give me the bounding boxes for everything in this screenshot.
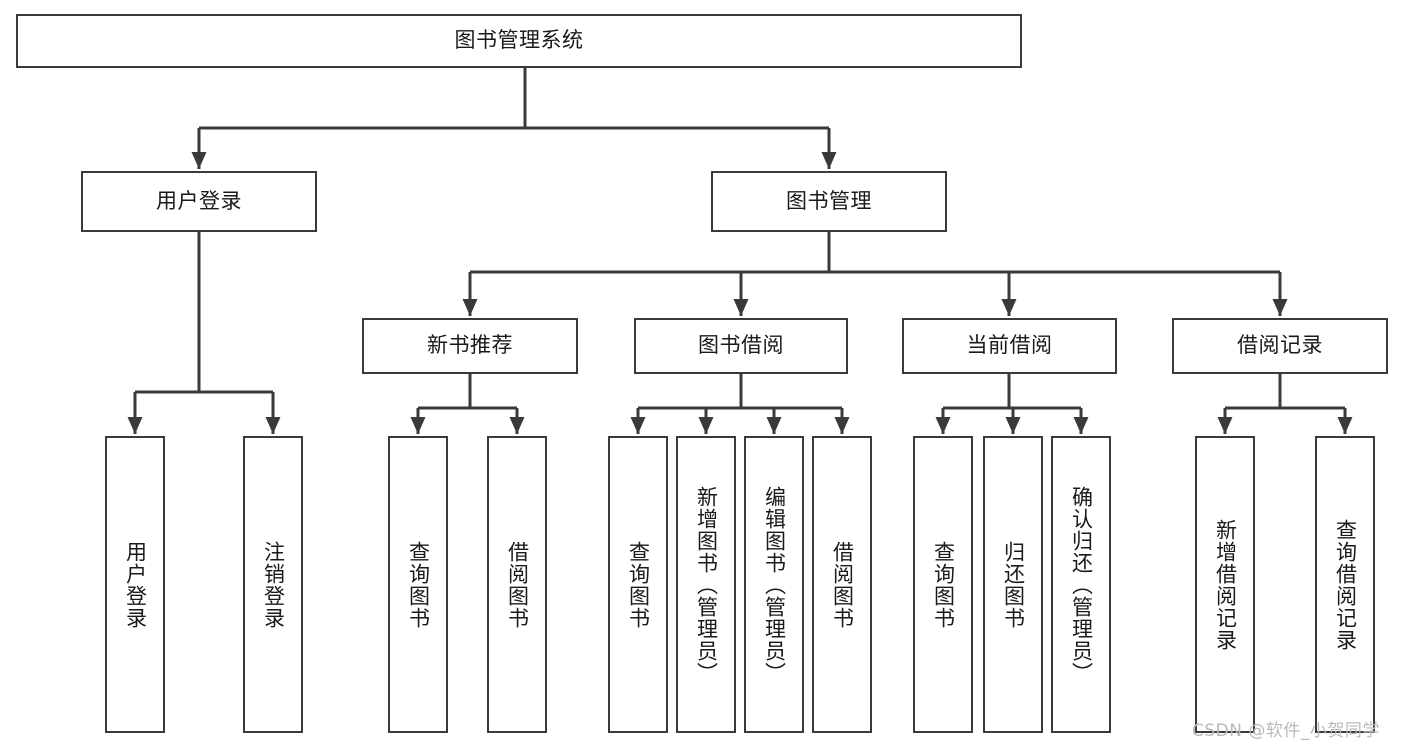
node-label-leaf-edit-book: 编辑图书（管理员） xyxy=(762,485,787,684)
node-label-leaf-user-login: 用户登录 xyxy=(123,540,148,629)
node-label-leaf-add-book: 新增图书（管理员） xyxy=(694,485,719,684)
node-label-leaf-add-record: 新增借阅记录 xyxy=(1213,518,1238,651)
currentborrow-to-leaves-arrowhead-1 xyxy=(1005,417,1021,434)
userlogin-to-leaves-arrowhead-1 xyxy=(265,417,281,434)
node-label-leaf-borrow-book-2: 借阅图书 xyxy=(830,540,855,629)
node-leaf-add-record[interactable]: 新增借阅记录 xyxy=(1195,436,1255,733)
bookborrow-to-leaves-arrowhead-2 xyxy=(766,417,782,434)
userlogin-to-leaves-arrowhead-0 xyxy=(127,417,143,434)
bookmanage-to-level3-arrowhead-2 xyxy=(1001,299,1017,316)
node-leaf-query-record[interactable]: 查询借阅记录 xyxy=(1315,436,1375,733)
node-label-user-login: 用户登录 xyxy=(156,188,242,213)
node-leaf-query-book-1[interactable]: 查询图书 xyxy=(388,436,448,733)
node-label-leaf-query-book-1: 查询图书 xyxy=(406,540,431,629)
node-book-manage[interactable]: 图书管理 xyxy=(711,171,947,232)
node-borrow-record[interactable]: 借阅记录 xyxy=(1172,318,1388,374)
node-leaf-confirm-return[interactable]: 确认归还（管理员） xyxy=(1051,436,1111,733)
node-leaf-borrow-book-1[interactable]: 借阅图书 xyxy=(487,436,547,733)
node-leaf-query-book-3[interactable]: 查询图书 xyxy=(913,436,973,733)
node-label-leaf-user-logout: 注销登录 xyxy=(261,540,286,629)
node-label-leaf-query-book-2: 查询图书 xyxy=(626,540,651,629)
node-label-leaf-query-record: 查询借阅记录 xyxy=(1333,518,1358,651)
node-label-leaf-return-book: 归还图书 xyxy=(1001,540,1026,629)
node-leaf-query-book-2[interactable]: 查询图书 xyxy=(608,436,668,733)
node-label-book-borrow: 图书借阅 xyxy=(698,333,784,358)
currentborrow-to-leaves-arrowhead-2 xyxy=(1073,417,1089,434)
node-leaf-user-login[interactable]: 用户登录 xyxy=(105,436,165,733)
root-to-level2-arrowhead-1 xyxy=(821,152,837,169)
bookmanage-to-level3-arrowhead-3 xyxy=(1272,299,1288,316)
node-leaf-borrow-book-2[interactable]: 借阅图书 xyxy=(812,436,872,733)
currentborrow-to-leaves-arrowhead-0 xyxy=(935,417,951,434)
node-leaf-add-book[interactable]: 新增图书（管理员） xyxy=(676,436,736,733)
watermark-text: CSDN @软件_小贺同学 xyxy=(1192,721,1380,741)
root-to-level2-arrowhead-0 xyxy=(191,152,207,169)
node-label-borrow-record: 借阅记录 xyxy=(1237,333,1323,358)
node-label-leaf-confirm-return: 确认归还（管理员） xyxy=(1069,485,1094,684)
node-leaf-user-logout[interactable]: 注销登录 xyxy=(243,436,303,733)
borrowrecord-to-leaves-arrowhead-1 xyxy=(1337,417,1353,434)
node-root[interactable]: 图书管理系统 xyxy=(16,14,1022,68)
bookborrow-to-leaves-arrowhead-0 xyxy=(630,417,646,434)
node-label-leaf-borrow-book-1: 借阅图书 xyxy=(505,540,530,629)
bookborrow-to-leaves-arrowhead-1 xyxy=(698,417,714,434)
bookmanage-to-level3-arrowhead-0 xyxy=(462,299,478,316)
bookmanage-to-level3-arrowhead-1 xyxy=(733,299,749,316)
node-leaf-return-book[interactable]: 归还图书 xyxy=(983,436,1043,733)
bookborrow-to-leaves-arrowhead-3 xyxy=(834,417,850,434)
node-label-book-manage: 图书管理 xyxy=(786,188,872,213)
node-current-borrow[interactable]: 当前借阅 xyxy=(902,318,1117,374)
node-label-leaf-query-book-3: 查询图书 xyxy=(931,540,956,629)
node-leaf-edit-book[interactable]: 编辑图书（管理员） xyxy=(744,436,804,733)
node-label-current-borrow: 当前借阅 xyxy=(966,333,1053,358)
node-new-book-rec[interactable]: 新书推荐 xyxy=(362,318,578,374)
newbook-to-leaves-arrowhead-0 xyxy=(410,417,426,434)
node-label-root: 图书管理系统 xyxy=(454,28,584,53)
node-user-login[interactable]: 用户登录 xyxy=(81,171,317,232)
borrowrecord-to-leaves-arrowhead-0 xyxy=(1217,417,1233,434)
node-book-borrow[interactable]: 图书借阅 xyxy=(634,318,848,374)
node-label-new-book-rec: 新书推荐 xyxy=(427,333,513,358)
newbook-to-leaves-arrowhead-1 xyxy=(509,417,525,434)
